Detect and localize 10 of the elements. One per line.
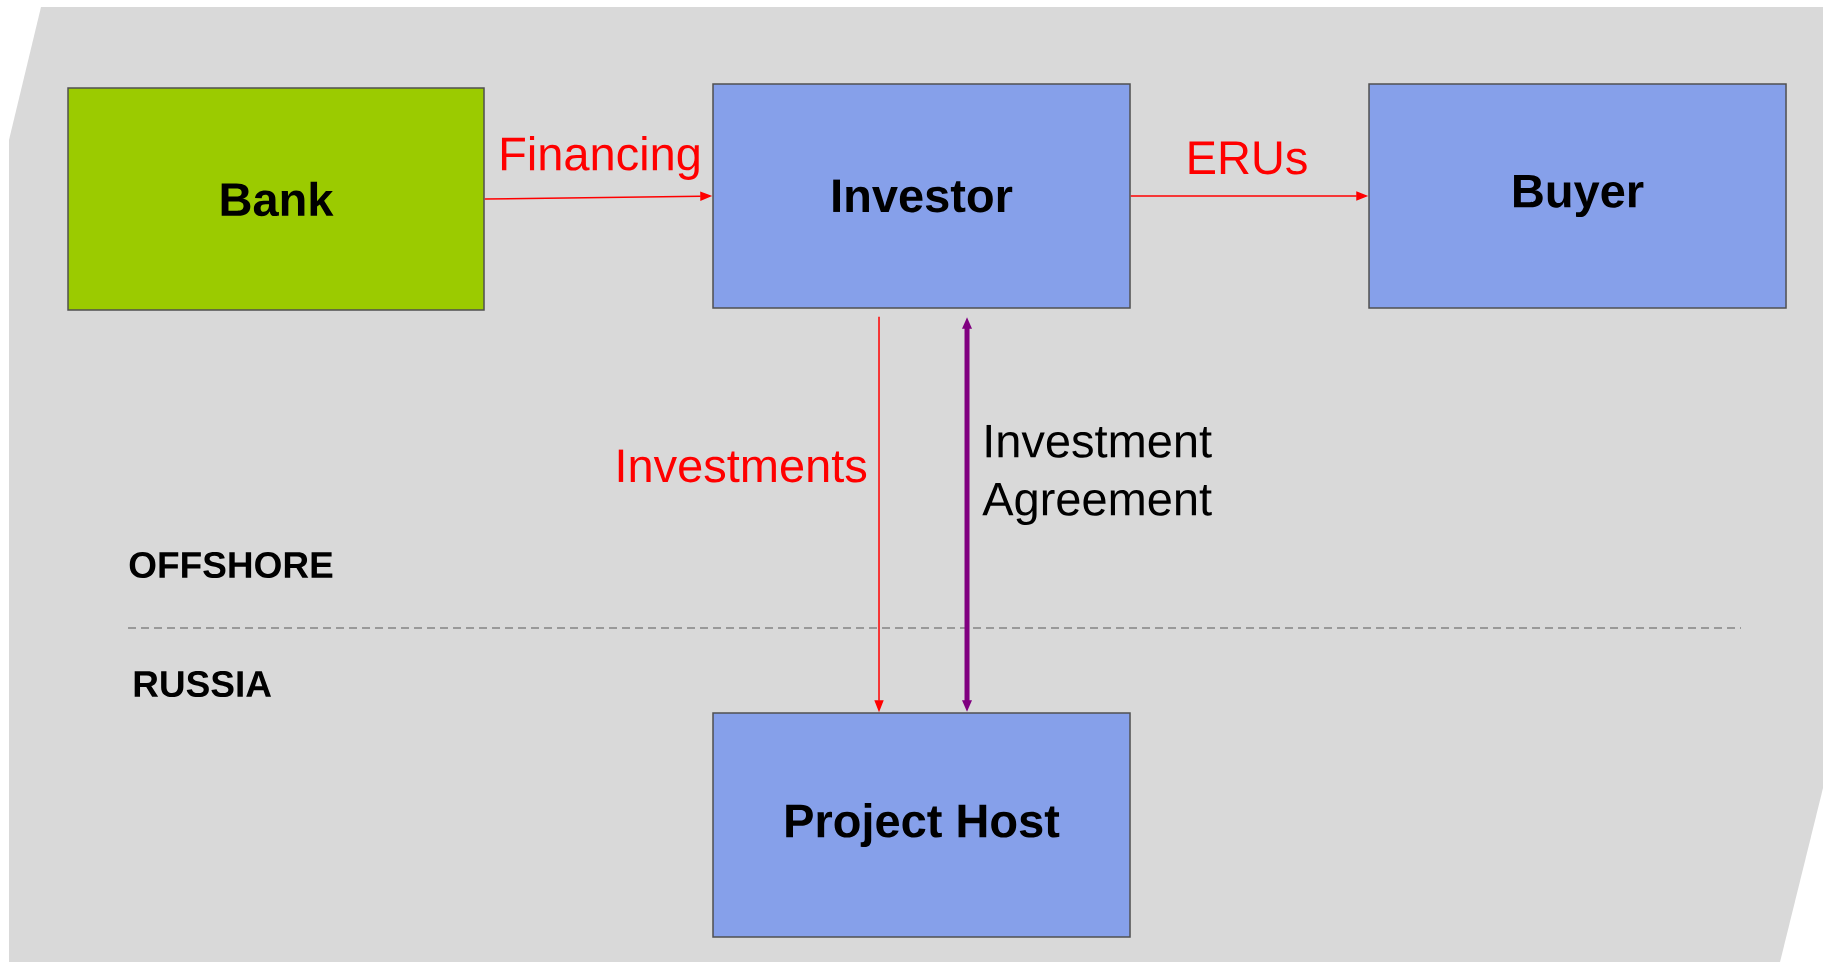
region-label: RUSSIA (134, 670, 271, 698)
party-box: Project Host (712, 712, 1131, 938)
party-box: Bank (67, 87, 485, 311)
party-box: Investor (712, 83, 1131, 309)
party-box: Buyer (1368, 83, 1787, 309)
edge-label: ERUs (1189, 141, 1307, 175)
region-label: OFFSHORE (129, 551, 333, 579)
edge-label: Investments (618, 449, 867, 483)
edge-label: Financing (501, 136, 699, 180)
edge-label: Investment Agreement (982, 424, 1212, 526)
